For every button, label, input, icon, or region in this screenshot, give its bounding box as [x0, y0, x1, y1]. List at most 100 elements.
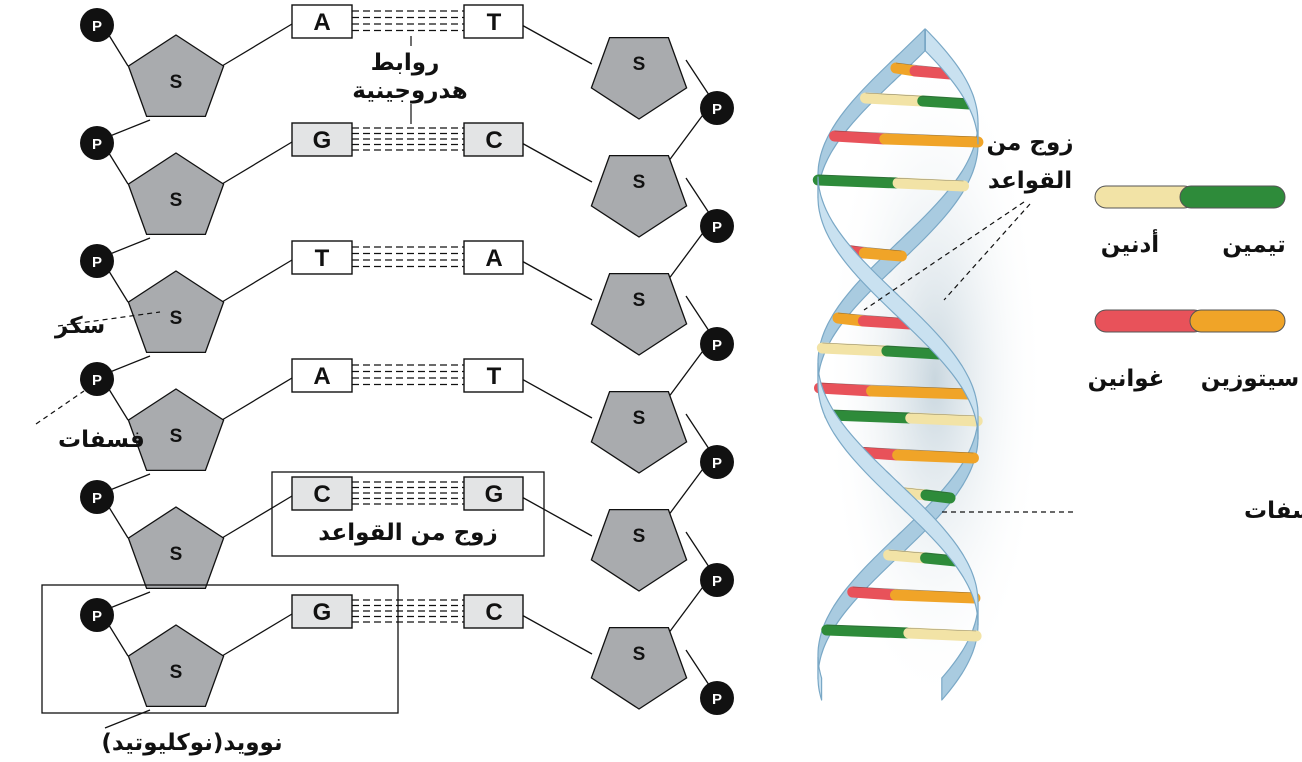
helix-front-strand [817, 28, 979, 701]
legend-cytosine-label: سيتوزين [1201, 366, 1299, 392]
sugar-letter: S [633, 644, 646, 665]
helix-base-half [860, 92, 929, 107]
base-box [291, 4, 353, 39]
hydrogen-bond-lines [352, 246, 464, 268]
base-letter: C [485, 599, 502, 626]
right-sugar: S [590, 508, 688, 592]
phosphate-circle [700, 327, 734, 361]
sugar-letter: S [170, 544, 183, 565]
helix-ribbon-segment [817, 362, 979, 626]
helix-base-half [917, 95, 976, 110]
helix-ribbon-segment [817, 656, 823, 701]
left-base: G [291, 594, 353, 629]
hydrogen-bond-lines [352, 10, 464, 32]
phosphate-callout: فسفات [35, 390, 145, 453]
helix-base-outline [865, 92, 970, 100]
sugar-shape [590, 154, 688, 238]
base-letter: A [313, 9, 330, 36]
helix-base-pair-label-line2: القواعد [988, 168, 1072, 194]
helix-base-half [824, 409, 917, 424]
helix-base-pair [883, 549, 962, 567]
base-box [463, 476, 524, 511]
backbone-segment [106, 503, 129, 539]
helix-base-pair [813, 382, 974, 400]
base-letter: C [313, 481, 330, 508]
nucleotide-label: نوويد(نوكليوتيد) [101, 730, 282, 756]
phosphate-letter: P [712, 219, 722, 236]
helix-ribbon-segment [817, 176, 979, 440]
sugar-phosphate-label: السكر والفسفات [1244, 498, 1302, 524]
phosphate-pointer-line [35, 390, 85, 425]
base-letter: T [487, 363, 502, 390]
helix-base-outline [834, 130, 978, 138]
phosphate-circle [700, 681, 734, 715]
helix-base-half [905, 412, 983, 427]
hydrogen-bond-lines [352, 599, 464, 623]
hydrogen-bond-lines [352, 481, 464, 505]
base-letter: C [485, 127, 502, 154]
helix-ribbon-segment [924, 28, 979, 145]
left-base: C [291, 476, 353, 511]
sugar-base-link [221, 613, 293, 657]
legend: أدنين تيمين غوانين سيتوزين [1088, 185, 1299, 392]
right-sugar: S [590, 390, 688, 474]
backbone-segment [685, 177, 712, 217]
base-letter: A [485, 245, 502, 272]
left-phosphate: P [80, 8, 114, 42]
backbone-segment [106, 149, 129, 185]
left-base: G [291, 122, 353, 157]
sugar-shape [590, 390, 688, 474]
helix-base-pair-label-line1: زوج من [986, 130, 1073, 156]
left-sugar: S [127, 152, 225, 236]
helix-base-half [829, 130, 891, 145]
helix-base-outline [888, 549, 956, 557]
base-box [463, 240, 524, 275]
legend-guanine-swatch [1094, 309, 1206, 333]
right-phosphate: P [700, 681, 734, 715]
phosphate-circle [80, 8, 114, 42]
backbone-segment [106, 621, 129, 657]
helix-ribbon-segment [941, 602, 979, 701]
base-box [463, 4, 524, 39]
right-sugar: S [590, 272, 688, 356]
sugar-letter: S [170, 72, 183, 93]
backbone-segment [104, 591, 151, 611]
base-box [291, 240, 353, 275]
sugar-shape [590, 36, 688, 120]
double-helix-illustration [812, 28, 1045, 710]
helix-base-half [920, 489, 956, 504]
helix-base-half [892, 449, 979, 464]
sugar-shape [127, 152, 225, 236]
phosphate-circle [80, 480, 114, 514]
left-base: A [291, 358, 353, 393]
legend-adenine-label: أدنين [1101, 228, 1159, 258]
hydrogen-bond-lines [352, 364, 464, 386]
sugar-callout: سكر [54, 311, 161, 339]
sugar-shape [127, 270, 225, 354]
phosphate-circle [700, 563, 734, 597]
sugar-pointer-line [57, 311, 161, 327]
hydrogen-bonds-label-line2: هدروجينية [352, 78, 467, 104]
backbone-segment [685, 531, 712, 571]
legend-guanine-cytosine: غوانين سيتوزين [1088, 309, 1299, 392]
sugar-shape [127, 624, 225, 708]
base-letter: T [315, 245, 330, 272]
base-pair-callout: زوج من القواعد [271, 471, 545, 557]
base-box [291, 594, 353, 629]
helix-base-outline [852, 586, 975, 594]
right-base: G [463, 476, 524, 511]
left-phosphate: P [80, 598, 114, 632]
right-sugar: S [590, 626, 688, 710]
left-phosphate: P [80, 244, 114, 278]
base-letter: G [485, 481, 504, 508]
phosphate-letter: P [712, 573, 722, 590]
right-base: C [463, 122, 524, 157]
helix-base-half [858, 247, 907, 262]
base-box [463, 122, 524, 157]
nucleotide-box [41, 584, 399, 714]
right-phosphate: P [700, 327, 734, 361]
left-phosphate: P [80, 126, 114, 160]
base-box [463, 594, 524, 629]
base-box [291, 476, 353, 511]
backbone-segment [685, 413, 712, 453]
